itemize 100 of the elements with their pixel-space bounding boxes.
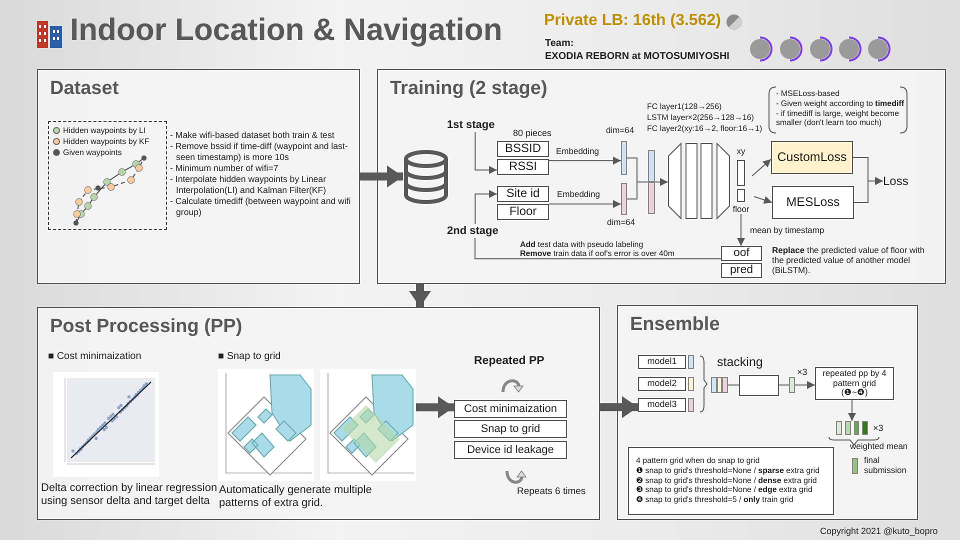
text-label: Replace the predicted value of floor with the predicted value of another model (BiLSTM). — [772, 246, 926, 276]
arrow — [794, 381, 816, 389]
text-label: Copyright 2021 @kuto_bopro — [820, 526, 938, 536]
process-box: RSSI — [497, 159, 549, 175]
section-heading: Training (2 stage) — [390, 78, 548, 100]
process-box: oof — [721, 246, 762, 261]
section-panel — [377, 69, 946, 284]
arrow — [752, 158, 772, 176]
arrow — [848, 400, 856, 422]
feature-bar — [789, 377, 795, 393]
legend-label: Hidden waypoints by KF — [63, 137, 150, 146]
feature-bar — [621, 183, 627, 215]
annotation: ×3 — [873, 423, 884, 434]
edge-label: Embedding — [556, 147, 600, 156]
text-label: stacking — [717, 355, 763, 370]
process-box: repeated pp by 4 pattern grid (❶~❹) — [815, 367, 894, 400]
feature-bar — [852, 458, 858, 474]
annotation: dim=64 — [606, 126, 634, 136]
connector-line — [626, 182, 648, 200]
connector-line — [778, 384, 790, 386]
block-arrow — [360, 166, 403, 188]
process-box: Cost minimaization — [454, 400, 567, 418]
process-box: BSSID — [497, 141, 549, 157]
process-box: pred — [721, 263, 762, 278]
section-panel — [37, 69, 360, 284]
text-label: FC layer2(xy:16→2, floor:16→1) — [647, 124, 762, 134]
stacked-feature-bars — [711, 377, 728, 393]
connector-line — [728, 384, 740, 386]
process-box: MESLoss — [772, 186, 854, 219]
bullet-text: - Make wifi-based dataset both train & test — [170, 130, 336, 141]
note-text: ❸ snap to grid's threshold=None / edge extra grid — [636, 485, 814, 496]
block-arrow — [600, 396, 638, 418]
process-box: Snap to grid — [454, 420, 567, 438]
note-text: ❶ snap to grid's threshold=None / sparse extra grid — [636, 466, 821, 476]
text-label: Add test data with pseudo labeling — [520, 240, 644, 250]
stage-label: Loss — [883, 174, 911, 189]
model-box — [739, 375, 779, 396]
text-label: Delta correction by linear regression using sensor delta and target delta — [41, 482, 218, 508]
text-label: Repeated PP — [474, 355, 544, 368]
bullet-text: - Remove bssid if time-diff (waypoint and last-seen timestamp) is more 10s — [170, 141, 349, 163]
note-text: ❷ snap to grid's threshold=None / dense extra grid — [636, 476, 818, 486]
database-icon — [403, 150, 449, 204]
text-label: Team: — [545, 38, 574, 50]
feature-bar — [621, 141, 627, 175]
scatter-plot-picture — [53, 372, 159, 477]
process-box: Floor — [497, 204, 549, 220]
text-label: - Given weight according to timediff — [776, 99, 904, 108]
text-label: Automatically generate multiple patterns of extra grid. — [219, 484, 373, 510]
stage-label: 2nd stage — [447, 224, 507, 238]
annotation: ×3 — [797, 367, 808, 378]
process-box: model1 — [638, 355, 686, 369]
diagram-title: Indoor Location & Navigation — [70, 12, 502, 48]
text-label: EXODIA REBORN at MOTOSUMIYOSHI — [545, 51, 730, 62]
legend-label: Hidden waypoints by LI — [63, 126, 146, 135]
output-label: floor — [732, 204, 750, 214]
section-heading: Ensemble — [630, 314, 720, 336]
arrow — [474, 190, 498, 224]
annotation: final submission — [864, 456, 908, 476]
block-arrow — [409, 284, 431, 307]
feature-bar — [688, 377, 694, 391]
text-label: - if timediff is large, weight become smaller (don't learn too much) — [776, 109, 900, 128]
arrow — [854, 177, 884, 203]
process-box: CustomLoss — [771, 141, 853, 174]
text-label: ■ Cost minimaization — [48, 351, 142, 362]
floor-map-picture — [320, 369, 416, 481]
text-label: - MSELoss-based — [776, 89, 840, 98]
legend-label: Given waypoints — [63, 148, 122, 157]
note-text: ❹ snap to grid's threshold=5 / only train grid — [636, 495, 794, 505]
network-drawing — [668, 143, 730, 219]
arrow — [754, 196, 772, 204]
stacked-feature-bars — [836, 421, 868, 435]
arrow — [654, 178, 668, 186]
feature-bar — [688, 398, 694, 412]
block-arrow — [416, 396, 454, 418]
output-label: xy — [736, 146, 746, 156]
arrow — [474, 132, 498, 174]
text-label: Remove train data if oof's error is over 40m — [520, 249, 674, 258]
process-box: model3 — [638, 398, 686, 412]
section-panel — [37, 307, 600, 520]
stacked-feature-bars — [648, 150, 655, 214]
section-heading: Dataset — [50, 78, 119, 100]
text-label: Private LB: 16th (3.562) — [544, 12, 721, 30]
edge-label: mean by timestamp — [750, 226, 824, 236]
arrow — [548, 200, 622, 208]
connector-line — [474, 238, 722, 260]
stage-label: 1st stage — [447, 118, 507, 132]
process-box: Device id leakage — [454, 441, 567, 459]
process-box: model2 — [638, 377, 686, 391]
feature-bar — [688, 355, 694, 369]
text-label: FC layer1(128→256) — [647, 102, 722, 112]
annotation: dim=64 — [607, 218, 636, 228]
process-box: Site id — [497, 186, 549, 202]
bullet-text: - Calculate timediff (between waypoint and wifi group) — [170, 196, 352, 218]
arrow — [548, 156, 622, 165]
text-label: LSTM layer×2(256→128→16) — [647, 113, 754, 122]
text-label: weighted mean — [850, 442, 908, 452]
section-heading: Post Processing (PP) — [50, 316, 242, 338]
arrow — [737, 214, 745, 246]
text-label: Repeats 6 times — [517, 487, 586, 498]
section-panel — [617, 305, 918, 520]
